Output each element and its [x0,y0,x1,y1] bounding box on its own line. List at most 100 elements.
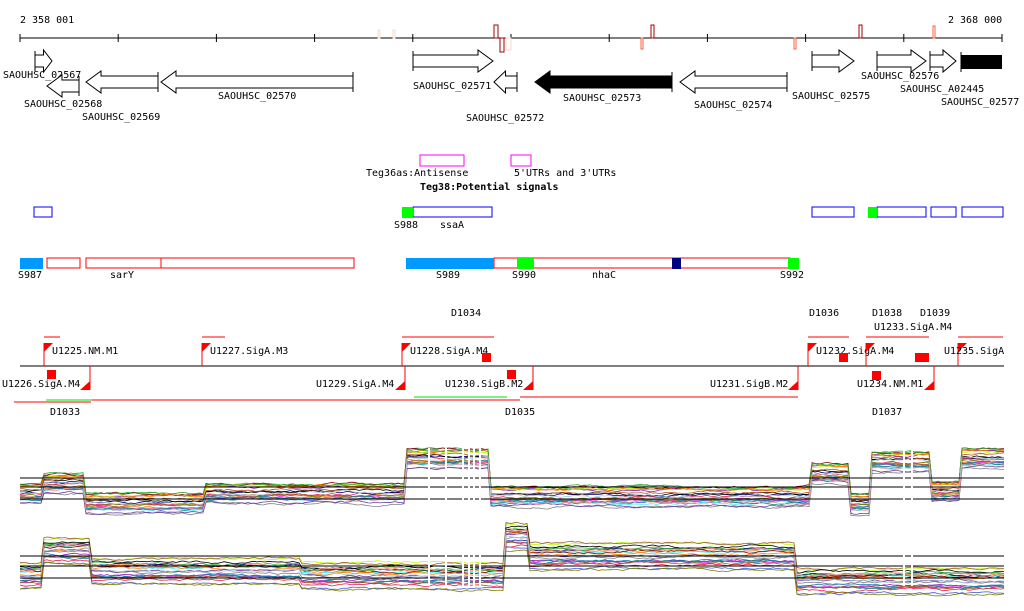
terminator[interactable]: D1035 [505,370,535,418]
gene-arrow[interactable] [85,70,159,94]
operon-box[interactable] [160,257,355,269]
expression-gap [473,448,475,514]
gene-arrow[interactable] [34,48,53,74]
expression-series-line [19,534,1005,584]
expression-series-line [19,549,1005,597]
expression-gap [903,448,905,514]
promoter-label: U1226.SigA.M4 [2,379,80,390]
ruler-end-label: 2 368 000 [948,15,1002,26]
operon-box[interactable] [961,206,1004,218]
terminator-label: D1034 [451,308,481,319]
operon-marker[interactable] [406,258,494,269]
operon-label-s987: S987 [18,270,42,281]
ruler-markers [377,24,936,53]
site-marker[interactable] [493,24,499,39]
site-marker[interactable] [505,37,512,51]
expression-series-line [19,530,1005,580]
promoter-above[interactable]: U1225.NM.M1 [43,343,118,366]
site-marker[interactable] [640,37,644,50]
promoter-above[interactable]: U1235.SigA [944,343,1004,366]
gene-arrow[interactable] [929,48,957,74]
promoter-above[interactable]: U1228.SigA.M4 [401,343,488,366]
operon-start-marker[interactable] [868,207,877,218]
expression-series-line [19,544,1005,594]
promoter-below[interactable]: U1234.NM.M1 [857,366,935,390]
gene-label: SAOUHSC_02574 [694,100,772,111]
promoter-flag-icon [808,343,817,352]
promoter-below[interactable]: U1230.SigB.M2 [445,366,534,390]
operon-box[interactable] [412,206,493,218]
operon-start-marker[interactable] [402,207,413,218]
gene-SAOUHSC_A02445[interactable]: SAOUHSC_A02445 [900,48,984,95]
site-marker[interactable] [793,37,797,50]
promoter-label: U1227.SigA.M3 [210,346,288,357]
srna-box-teg38[interactable] [510,154,532,167]
promoter-below[interactable]: U1229.SigA.M4 [316,366,406,390]
expression-gap [428,448,430,514]
operon-box[interactable] [33,206,53,218]
gene-arrow[interactable] [412,49,494,73]
gene-SAOUHSC_02570[interactable]: SAOUHSC_02570 [160,70,354,102]
gene-label: SAOUHSC_02573 [563,93,641,104]
gene-SAOUHSC_02569[interactable]: SAOUHSC_02569 [82,70,160,123]
operon-box[interactable] [930,206,957,218]
gene-SAOUHSC_02573[interactable]: SAOUHSC_02573 [534,70,673,104]
terminator-icon [920,353,929,362]
gene-arrow[interactable] [876,49,927,73]
promoter-above[interactable]: U1233.SigA.M4 [865,322,952,366]
gene-SAOUHSC_02574[interactable]: SAOUHSC_02574 [679,70,788,111]
expression-gap [428,520,430,586]
promoter-above[interactable]: U1227.SigA.M3 [201,343,288,366]
expression-series-line [19,539,1005,588]
terminator[interactable]: D1033 [47,370,80,418]
promoter-flag-icon [202,343,211,352]
operon-marker[interactable] [788,258,799,269]
expression-series-line [19,462,1005,511]
gene-SAOUHSC_02567[interactable]: SAOUHSC_02567 [3,48,81,81]
gene-SAOUHSC_02577[interactable]: SAOUHSC_02577 [941,52,1019,108]
operon-marker[interactable] [517,258,534,269]
gene-arrow[interactable] [160,70,354,94]
gene-arrow[interactable] [811,49,855,73]
gene-SAOUHSC_02568[interactable]: SAOUHSC_02568 [24,74,102,110]
site-marker[interactable] [858,24,863,39]
operon-box[interactable] [493,257,791,269]
gene-SAOUHSC_02576[interactable]: SAOUHSC_02576 [861,49,939,82]
gene-arrow[interactable] [679,70,788,94]
gene-arrow[interactable] [493,69,518,95]
promoter-below[interactable]: U1231.SigB.M2 [710,366,799,390]
gene-arrow[interactable] [534,70,673,94]
operon-box[interactable] [85,257,162,269]
srna-label-utrs: 5'UTRs and 3'UTRs [514,168,616,179]
site-marker[interactable] [377,29,381,39]
gene-arrow[interactable] [961,55,1002,69]
operon-marker[interactable] [20,258,43,269]
promoter-label: U1233.SigA.M4 [874,322,952,333]
promoter-above[interactable]: U1232.SigA.M4 [807,343,894,366]
gene-label: SAOUHSC_02567 [3,70,81,81]
promoter-flag-icon [788,381,798,390]
gene-arrow[interactable] [46,74,80,98]
terminator[interactable]: D1037 [872,371,902,418]
promoter-flag-icon [44,343,53,352]
srna-box-teg36as[interactable] [419,154,465,167]
operon-box[interactable] [46,257,81,269]
site-marker[interactable] [932,25,936,39]
terminator-icon [482,353,491,362]
site-marker[interactable] [650,24,655,39]
gene-SAOUHSC_02572[interactable]: SAOUHSC_02572 [466,69,544,124]
terminator[interactable]: D1036 [809,308,848,362]
terminator[interactable]: D1034 [451,308,491,362]
site-marker[interactable] [499,37,505,53]
expression-series-line [19,528,1005,577]
operon-marker[interactable] [672,258,681,269]
site-marker[interactable] [392,29,396,39]
terminator[interactable]: D1038 [872,308,924,362]
operon-box[interactable] [811,206,855,218]
gene-SAOUHSC_02571[interactable]: SAOUHSC_02571 [412,49,494,92]
gene-SAOUHSC_02575[interactable]: SAOUHSC_02575 [792,49,870,102]
operon-box[interactable] [876,206,927,218]
terminator[interactable]: D1039 [920,308,950,362]
promoter-below[interactable]: U1226.SigA.M4 [2,366,91,390]
terminator-icon [839,353,848,362]
